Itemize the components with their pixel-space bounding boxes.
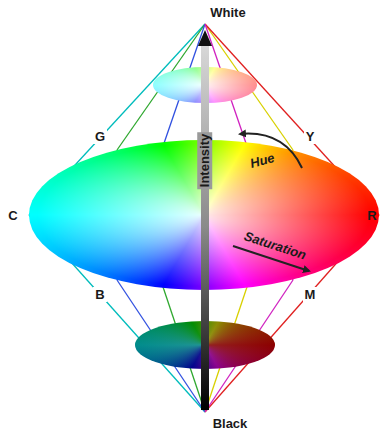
vertex-label: Y: [304, 129, 317, 144]
vertex-label: Black: [211, 416, 250, 431]
vertex-label: M: [303, 287, 318, 302]
axis-label: Intensity: [198, 131, 213, 188]
intensity-axis: [201, 44, 209, 410]
vertex-label: R: [365, 208, 378, 223]
vertex-label: B: [93, 287, 106, 302]
vertex-label: White: [208, 5, 247, 20]
axis-arrowhead: [198, 30, 212, 46]
vertex-label: G: [93, 129, 107, 144]
vertex-label: C: [6, 208, 19, 223]
